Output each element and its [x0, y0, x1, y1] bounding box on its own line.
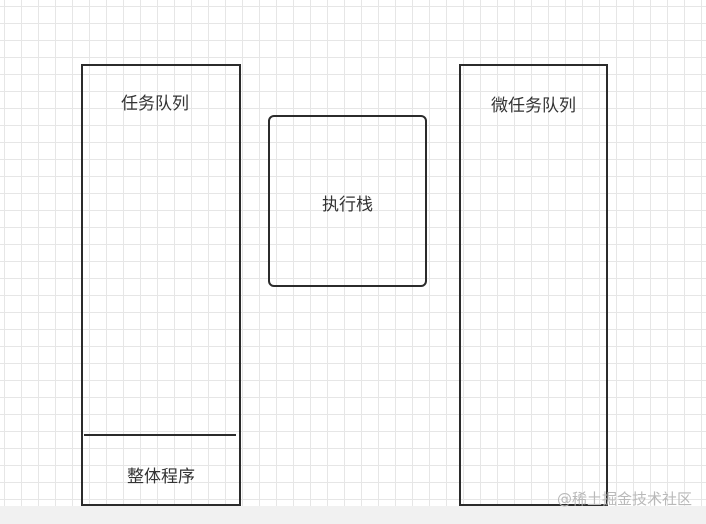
- whole-program-label: 整体程序: [127, 467, 195, 487]
- microtask-queue-label: 微任务队列: [491, 96, 576, 116]
- grid-canvas: [0, 0, 706, 506]
- task-queue-divider: [84, 434, 236, 436]
- execution-stack-label: 执行栈: [322, 195, 373, 215]
- task-queue-box: [81, 64, 241, 506]
- watermark: @稀土掘金技术社区: [556, 490, 692, 508]
- task-queue-label: 任务队列: [121, 94, 189, 114]
- execution-stack-box: [268, 115, 427, 287]
- bottom-strip: [0, 506, 706, 524]
- microtask-queue-box: [459, 64, 608, 506]
